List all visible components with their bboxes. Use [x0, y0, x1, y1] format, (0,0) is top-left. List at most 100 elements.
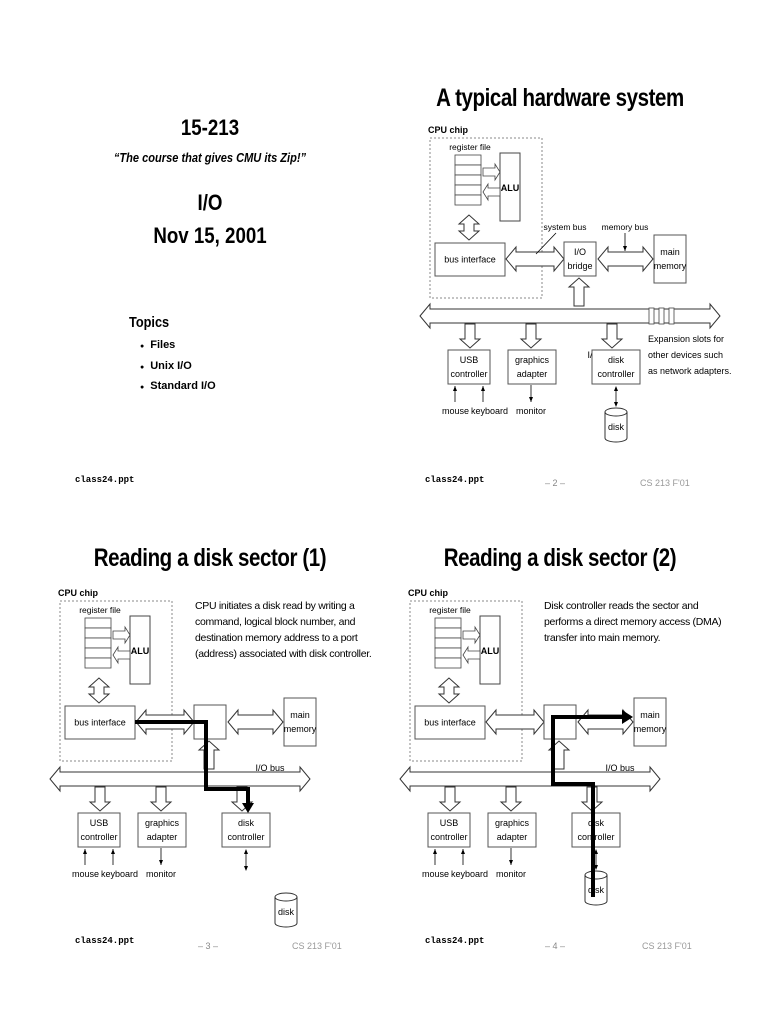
main-memory-box-label: memory: [634, 724, 667, 734]
disk-link-heads: [614, 386, 618, 407]
reg-to-alu-arrow: [462, 625, 481, 645]
disk-controller-box-label: controller: [597, 369, 634, 379]
main-memory-box-label: main: [640, 710, 660, 720]
usb-controller-box: [77, 812, 121, 848]
keyboard-label: keyboard: [451, 869, 488, 879]
footer-page-number: – 2 –: [545, 478, 566, 488]
footer-course: CS 213 F'01: [640, 478, 690, 488]
usb-controller-box-label: controller: [450, 369, 487, 379]
slide-1-title: 15-213 “The course that gives CMU its Zi…: [40, 80, 380, 500]
system-bus-label: system bus: [544, 222, 587, 232]
course-number: 15-213: [180, 115, 240, 140]
reg-to-alu-arrow: [482, 162, 501, 182]
footer-filename: class24.ppt: [425, 475, 485, 485]
disk-drive-top: [274, 892, 298, 902]
topic-item: ●Files: [140, 339, 176, 351]
slide-3-reading-disk-1: Reading a disk sector (1) CPU initiates …: [40, 540, 380, 960]
alu-to-reg-arrow: [112, 645, 131, 665]
expansion-note: other devices such: [648, 350, 723, 360]
disk-controller-box-label: disk: [608, 355, 625, 365]
footer-course: CS 213 F'01: [642, 941, 692, 951]
slide-title: Reading a disk sector (2): [443, 544, 677, 572]
mouse-arrow-head: [83, 849, 87, 854]
disk-controller-box-label: disk: [238, 818, 255, 828]
footer-filename: class24.ppt: [75, 475, 135, 485]
topic-item: ●Unix I/O: [140, 359, 192, 372]
graphics-adapter-box-label: graphics: [495, 818, 530, 828]
register-file-row: [84, 627, 112, 639]
cpu-chip-boundary: [409, 600, 523, 762]
mouse-label: mouse: [422, 869, 449, 879]
memory-bus-arrow: [227, 708, 284, 736]
keyboard-arrow-head: [111, 849, 115, 854]
keyboard-arrow-head: [481, 386, 485, 391]
bridge-io-bus-arrow: [197, 740, 221, 770]
graphics-adapter-box-label: graphics: [145, 818, 180, 828]
bus-interface-box-label: bus interface: [74, 718, 126, 728]
alu-to-reg-arrow: [482, 182, 501, 202]
register-file-row: [84, 637, 112, 649]
alu-label: ALU: [131, 646, 150, 656]
bus-interface-box: [434, 242, 506, 277]
slide-description: Disk controller reads the sector and per…: [544, 600, 722, 644]
register-file-row: [434, 637, 462, 649]
course-tagline: “The course that gives CMU its Zip!”: [113, 150, 307, 165]
usb-controller-box-label: controller: [430, 832, 467, 842]
graphics-adapter-box: [137, 812, 187, 848]
bus-interface-box-label: bus interface: [444, 255, 496, 265]
disk-controller-box: [591, 349, 641, 385]
system-bus-arrow: [505, 245, 565, 273]
disk-drive-label: disk: [588, 885, 605, 895]
alu-label: ALU: [481, 646, 500, 656]
io-bridge-box-label: bridge: [567, 261, 592, 271]
main-memory-box-label: memory: [284, 724, 317, 734]
disk-controller-box: [221, 812, 271, 848]
io-bus-label: I/O bus: [255, 763, 285, 773]
disk-controller-box-label: controller: [577, 832, 614, 842]
slide-title: Reading a disk sector (1): [93, 544, 327, 572]
topic-item: ●Standard I/O: [140, 380, 216, 392]
graphics-adapter-box-label: adapter: [497, 832, 528, 842]
alu-to-reg-arrow: [462, 645, 481, 665]
mouse-label: mouse: [442, 406, 469, 416]
system-bus-pointer: [535, 232, 557, 255]
alu-box: [499, 152, 521, 222]
register-file-row: [454, 174, 482, 186]
monitor-arrow-head: [509, 860, 513, 865]
dma-path-head: [622, 710, 633, 724]
slide-4-reading-disk-2: Reading a disk sector (2) Disk controlle…: [390, 540, 730, 960]
lecture-topic: I/O: [197, 190, 223, 215]
regfile-bus-arrow: [457, 214, 481, 241]
graphics-adapter-box-label: adapter: [517, 369, 548, 379]
cpu-chip-label: CPU chip: [428, 125, 469, 135]
io-bus-label: I/O bus: [605, 763, 635, 773]
expansion-note: as network adapters.: [648, 366, 732, 376]
regfile-bus-arrow: [437, 677, 461, 704]
cpu-chip-label: CPU chip: [408, 588, 449, 598]
usb-controller-box: [447, 349, 491, 385]
register-file-row: [84, 617, 112, 629]
usb-down-arrow: [88, 786, 112, 812]
bus-interface-box: [64, 705, 136, 740]
disk-drive-label: disk: [278, 907, 295, 917]
main-memory-box: [283, 697, 317, 747]
graphics-down-arrow: [149, 786, 173, 812]
usb-down-arrow: [438, 786, 462, 812]
register-file-row: [454, 194, 482, 206]
disk-link-heads: [594, 849, 598, 870]
io-bridge-box-label: I/O: [574, 247, 586, 257]
usb-controller-box: [427, 812, 471, 848]
usb-down-arrow: [458, 323, 482, 349]
monitor-arrow-head: [159, 860, 163, 865]
disk-controller-box: [571, 812, 621, 848]
monitor-arrow-head: [529, 397, 533, 402]
disk-drive: [604, 412, 628, 443]
register-file-row: [434, 657, 462, 669]
disk-controller-box-label: controller: [227, 832, 264, 842]
register-file-label: register file: [79, 605, 121, 615]
monitor-label: monitor: [496, 869, 526, 879]
slide-description: CPU initiates a disk read by writing a c…: [195, 600, 372, 660]
disk-controller-box-label: disk: [588, 818, 605, 828]
io-bus-arrow: [419, 302, 721, 330]
